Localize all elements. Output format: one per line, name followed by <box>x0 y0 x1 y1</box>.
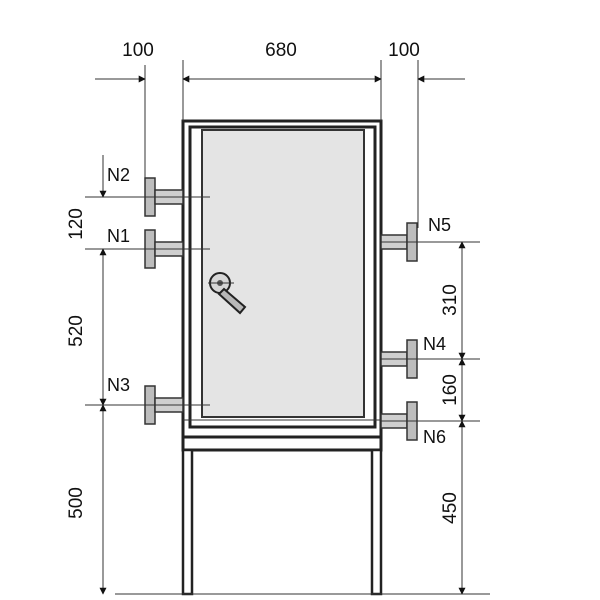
nozzle-label-n1: N1 <box>107 226 130 246</box>
exchanger-frame <box>181 119 383 452</box>
nozzle-label-n6: N6 <box>423 427 446 447</box>
nozzle-n6 <box>380 401 432 441</box>
legs <box>115 448 490 596</box>
dimension-n1-n3: 520 <box>66 315 87 347</box>
top-dimensions <box>95 60 465 228</box>
base-bar <box>181 435 383 452</box>
dimension-n2-n1: 120 <box>66 208 87 240</box>
right-dimensions <box>418 241 480 595</box>
nozzle-n3 <box>144 385 210 425</box>
left-dimensions <box>85 155 145 595</box>
dimension-width: 680 <box>265 40 297 61</box>
nozzle-n4 <box>380 339 432 379</box>
door-handle-icon <box>208 272 247 315</box>
nozzle-n1 <box>144 229 210 269</box>
left-leg <box>181 448 194 596</box>
nozzle-label-n5: N5 <box>428 215 451 235</box>
dimension-n3-floor: 500 <box>66 487 87 519</box>
dimension-n6-floor: 450 <box>440 492 461 524</box>
nozzle-label-n3: N3 <box>107 375 130 395</box>
nozzle-n5 <box>380 222 432 262</box>
dimension-n4-n6: 160 <box>440 374 461 406</box>
nozzle-label-n2: N2 <box>107 165 130 185</box>
dimension-n5-n4: 310 <box>440 284 461 316</box>
door-panel <box>201 129 365 418</box>
right-leg <box>370 448 383 596</box>
nozzle-label-n4: N4 <box>423 334 446 354</box>
dimension-left-offset: 100 <box>122 40 154 61</box>
nozzle-n2 <box>144 177 210 217</box>
dimension-right-offset: 100 <box>388 40 420 61</box>
inner-frame <box>188 125 377 429</box>
